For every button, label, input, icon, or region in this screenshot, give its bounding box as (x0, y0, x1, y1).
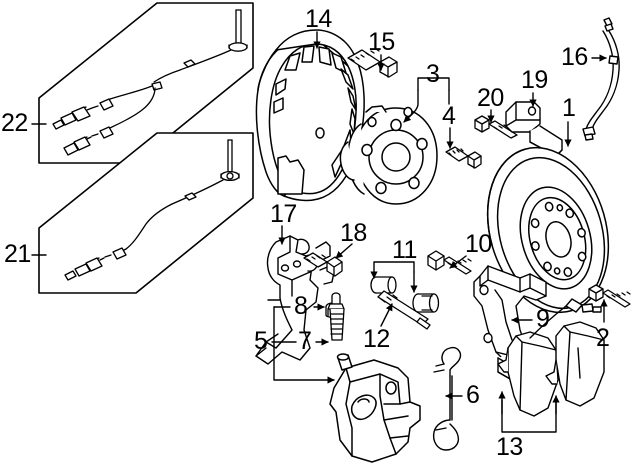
leader-13-bracket (501, 399, 557, 433)
callout-5: 5 (254, 327, 268, 355)
steering-knuckle (255, 235, 335, 365)
abs-sensor-harness-upper (52, 9, 248, 156)
callout-21: 21 (4, 240, 31, 268)
callout-10: 10 (465, 230, 492, 258)
callout-9: 9 (536, 305, 550, 333)
guide-pin-bushing-boot (370, 276, 440, 313)
leader-3 (403, 89, 419, 123)
callout-15: 15 (368, 28, 395, 56)
leader-5 (273, 306, 335, 384)
callout-1: 1 (562, 94, 576, 122)
brake-hydraulic-hose (582, 17, 620, 141)
rotor-retaining-screw (588, 284, 631, 308)
callout-6: 6 (466, 381, 480, 409)
callout-11: 11 (392, 236, 417, 264)
callout-17: 17 (270, 200, 297, 228)
abs-sensor-harness-lower (64, 139, 240, 281)
knuckle-bolt (303, 252, 343, 277)
caliper-guide-pin (377, 290, 431, 330)
callout-20: 20 (477, 84, 504, 112)
wheel-hub-bearing-assembly (339, 105, 438, 205)
callout-18: 18 (340, 219, 367, 247)
leader-4 (449, 89, 450, 148)
callout-19: 19 (521, 66, 548, 94)
splash-shield-bolt (347, 48, 398, 78)
leader-11-bracket (373, 261, 415, 273)
pad-retaining-spring-clip (432, 346, 462, 451)
bracket-mounting-bolt (427, 250, 472, 275)
callout-13: 13 (496, 433, 523, 461)
callout-3: 3 (426, 60, 440, 88)
harness-box-21 (38, 132, 254, 294)
callout-16: 16 (561, 43, 588, 71)
callout-14: 14 (305, 5, 332, 33)
hub-mounting-bolt (445, 146, 482, 169)
callout-2: 2 (596, 324, 610, 352)
callout-7: 7 (298, 327, 312, 355)
bleeder-valve-screw (327, 292, 345, 341)
leader-3-bracket (417, 77, 450, 91)
leader-12 (380, 303, 393, 327)
leader-10 (449, 255, 467, 269)
brake-rotor-disc (486, 146, 610, 314)
harness-box-22 (38, 2, 254, 164)
wheel-speed-sensor (505, 101, 563, 157)
leader-18 (335, 243, 353, 259)
callout-12: 12 (363, 325, 390, 353)
brake-caliper-assembly (329, 353, 421, 463)
disc-brake-pad-set (497, 298, 605, 417)
callout-4: 4 (442, 102, 456, 130)
callout-8: 8 (294, 292, 308, 320)
callout-22: 22 (1, 109, 28, 137)
